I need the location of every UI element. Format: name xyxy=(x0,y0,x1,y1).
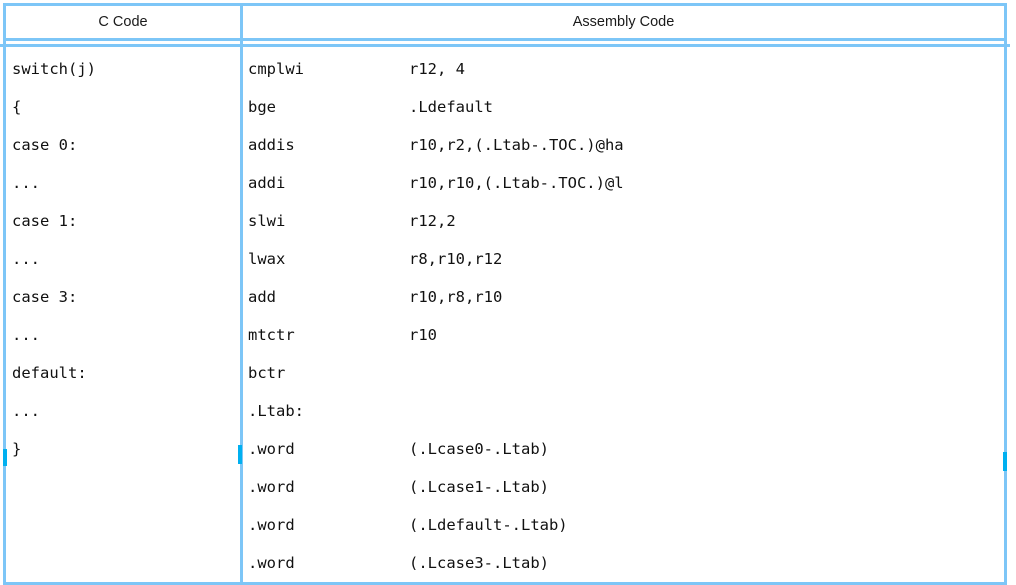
assembly-code-line: bge .Ldefault xyxy=(243,88,1004,126)
cell-c-code: switch(j) { case 0:... case 1:... case 3:...… xyxy=(6,41,243,582)
assembly-mnemonic: mtctr xyxy=(248,326,295,344)
column-header-assembly-code: Assembly Code xyxy=(243,6,1004,41)
assembly-operands: r10,r8,r10 xyxy=(409,288,503,306)
assembly-code-line: lwax r8,r10,r12 xyxy=(243,240,1004,278)
assembly-operands: r12, 4 xyxy=(409,60,465,78)
assembly-mnemonic: bge xyxy=(248,98,276,116)
assembly-mnemonic: .word xyxy=(248,440,295,458)
assembly-code-line: .word (.Ldefault-.Ltab) xyxy=(243,506,1004,544)
assembly-operands: r10,r2,(.Ltab-.TOC.)@ha xyxy=(409,136,624,154)
assembly-mnemonic: .word xyxy=(248,554,295,572)
assembly-mnemonic: .Ltab: xyxy=(248,402,304,420)
assembly-code-line: .Ltab: xyxy=(243,392,1004,430)
anchor-tick-right-border xyxy=(1003,452,1007,471)
c-code-line: { xyxy=(12,98,22,116)
c-code-line: case 1: xyxy=(12,212,78,230)
table-row: switch(j) { case 0:... case 1:... case 3:...… xyxy=(6,41,1004,582)
assembly-code-line: add r10,r8,r10 xyxy=(243,278,1004,316)
anchor-tick-left-border xyxy=(3,449,7,466)
assembly-code-line: bctr xyxy=(243,354,1004,392)
assembly-code-line: addis r10,r2,(.Ltab-.TOC.)@ha xyxy=(243,126,1004,164)
c-code-line: case 0: xyxy=(12,136,78,154)
table-body: switch(j) { case 0:... case 1:... case 3:...… xyxy=(6,41,1004,582)
assembly-code-block: cmplwi r12, 4 bge .Ldefault addis r10,r2,(.Lt… xyxy=(243,50,1004,582)
assembly-mnemonic: bctr xyxy=(248,364,286,382)
assembly-mnemonic: lwax xyxy=(248,250,286,268)
assembly-code-line: cmplwi r12, 4 xyxy=(243,50,1004,88)
assembly-mnemonic: add xyxy=(248,288,276,306)
assembly-mnemonic: addis xyxy=(248,136,295,154)
c-code-line: default: xyxy=(12,364,87,382)
c-code-line: ... xyxy=(12,250,40,268)
c-code-line: switch(j) xyxy=(12,60,96,78)
assembly-mnemonic: .word xyxy=(248,478,295,496)
assembly-operands: r8,r10,r12 xyxy=(409,250,503,268)
assembly-mnemonic: cmplwi xyxy=(248,60,304,78)
assembly-code-line: .word (.Lcase1-.Ltab) xyxy=(243,468,1004,506)
cell-assembly-code: cmplwi r12, 4 bge .Ldefault addis r10,r2,(.Lt… xyxy=(243,41,1004,582)
assembly-operands: r10,r10,(.Ltab-.TOC.)@l xyxy=(409,174,624,192)
assembly-operands: r12,2 xyxy=(409,212,456,230)
c-code-line: ... xyxy=(12,402,40,420)
header-double-rule xyxy=(0,44,1010,47)
assembly-operands: .Ldefault xyxy=(409,98,493,116)
c-code-line: ... xyxy=(12,174,40,192)
table-header-row: C Code Assembly Code xyxy=(6,6,1004,41)
assembly-operands: r10 xyxy=(409,326,437,344)
assembly-code-line: addi r10,r10,(.Ltab-.TOC.)@l xyxy=(243,164,1004,202)
assembly-code-line: .word (.Lcase3-.Ltab) xyxy=(243,544,1004,582)
assembly-mnemonic: .word xyxy=(248,516,295,534)
assembly-mnemonic: slwi xyxy=(248,212,286,230)
assembly-operands: (.Lcase0-.Ltab) xyxy=(409,440,549,458)
c-code-line: ... xyxy=(12,326,40,344)
column-header-c-code: C Code xyxy=(6,6,243,41)
page-root: C Code Assembly Code switch(j) { case 0:..… xyxy=(0,3,1010,585)
assembly-mnemonic: addi xyxy=(248,174,286,192)
assembly-code-line: .word (.Lcase0-.Ltab) xyxy=(243,430,1004,468)
anchor-tick-column-divider xyxy=(238,445,242,464)
c-code-line: case 3: xyxy=(12,288,78,306)
c-code-line: } xyxy=(12,440,22,458)
assembly-operands: (.Lcase3-.Ltab) xyxy=(409,554,549,572)
assembly-operands: (.Lcase1-.Ltab) xyxy=(409,478,549,496)
table-header: C Code Assembly Code xyxy=(6,6,1004,41)
c-code-block: switch(j) { case 0:... case 1:... case 3:...… xyxy=(6,50,240,468)
c-to-assembly-table: C Code Assembly Code switch(j) { case 0:..… xyxy=(3,3,1007,585)
assembly-operands: (.Ldefault-.Ltab) xyxy=(409,516,568,534)
assembly-code-line: mtctr r10 xyxy=(243,316,1004,354)
assembly-code-line: slwi r12,2 xyxy=(243,202,1004,240)
